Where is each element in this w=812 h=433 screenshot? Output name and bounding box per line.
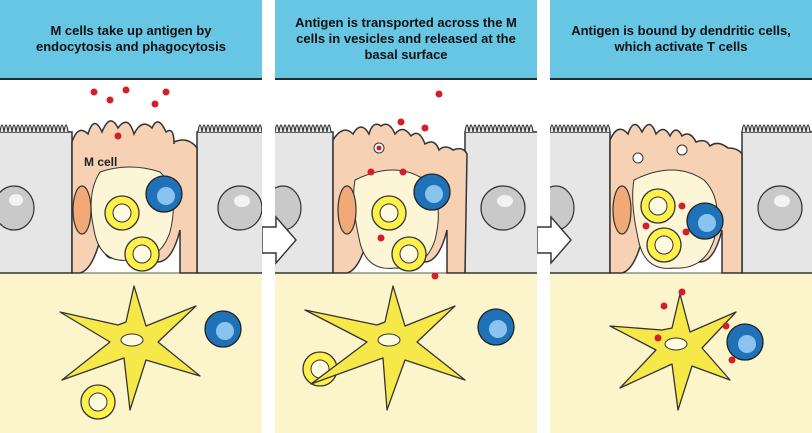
panel-2-diagram (275, 80, 537, 433)
epithelial-cell-left (0, 125, 72, 273)
panel-3-diagram (550, 80, 812, 433)
panel-3: Antigen is bound by dendritic cells, whi… (550, 0, 812, 433)
transition-arrow-icon (262, 215, 298, 265)
panel-2: Antigen is transported across the M cell… (275, 0, 537, 433)
epithelial-cell-right (742, 125, 812, 273)
epithelial-cell-right (197, 125, 262, 273)
panel-1-diagram: M cell (0, 80, 262, 433)
panel-2-header: Antigen is transported across the M cell… (275, 0, 537, 80)
epithelial-cell-right (465, 125, 537, 273)
panel-1-header: M cells take up antigen by endocytosis a… (0, 0, 262, 80)
panel-3-header: Antigen is bound by dendritic cells, whi… (550, 0, 812, 80)
m-cell-label: M cell (84, 155, 117, 169)
panel-1: M cells take up antigen by endocytosis a… (0, 0, 262, 433)
transition-arrow-icon (537, 215, 573, 265)
